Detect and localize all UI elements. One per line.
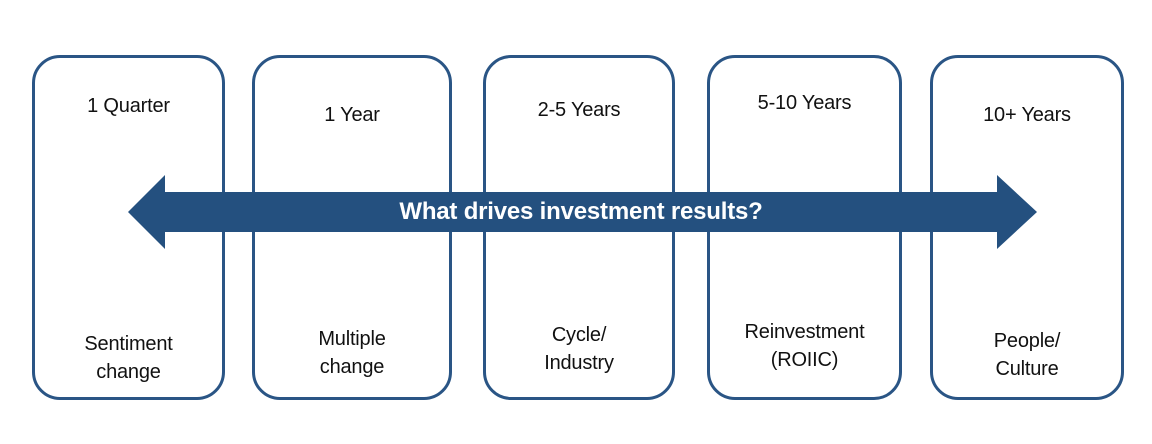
period-label: 10+ Years bbox=[983, 104, 1071, 126]
period-label: 5-10 Years bbox=[757, 92, 852, 114]
driver-label: People/ Culture bbox=[993, 330, 1061, 380]
timeline-box-2-5-years: 2-5 Years Cycle/ Industry bbox=[483, 55, 675, 400]
period-label: 2-5 Years bbox=[537, 99, 621, 121]
driver-label: Sentiment change bbox=[84, 333, 173, 383]
driver-label: Reinvestment (ROIIC) bbox=[744, 321, 865, 371]
driver-label: Multiple change bbox=[318, 328, 386, 378]
timeline-box-10-plus-years: 10+ Years People/ Culture bbox=[930, 55, 1124, 400]
period-label: 1 Quarter bbox=[87, 95, 170, 117]
timeline-box-1-year: 1 Year Multiple change bbox=[252, 55, 452, 400]
timeline-box-5-10-years: 5-10 Years Reinvestment (ROIIC) bbox=[707, 55, 902, 400]
timeline-box-1-quarter: 1 Quarter Sentiment change bbox=[32, 55, 225, 400]
driver-label: Cycle/ Industry bbox=[544, 324, 614, 374]
period-label: 1 Year bbox=[324, 104, 380, 126]
arrow-title: What drives investment results? bbox=[399, 198, 763, 225]
